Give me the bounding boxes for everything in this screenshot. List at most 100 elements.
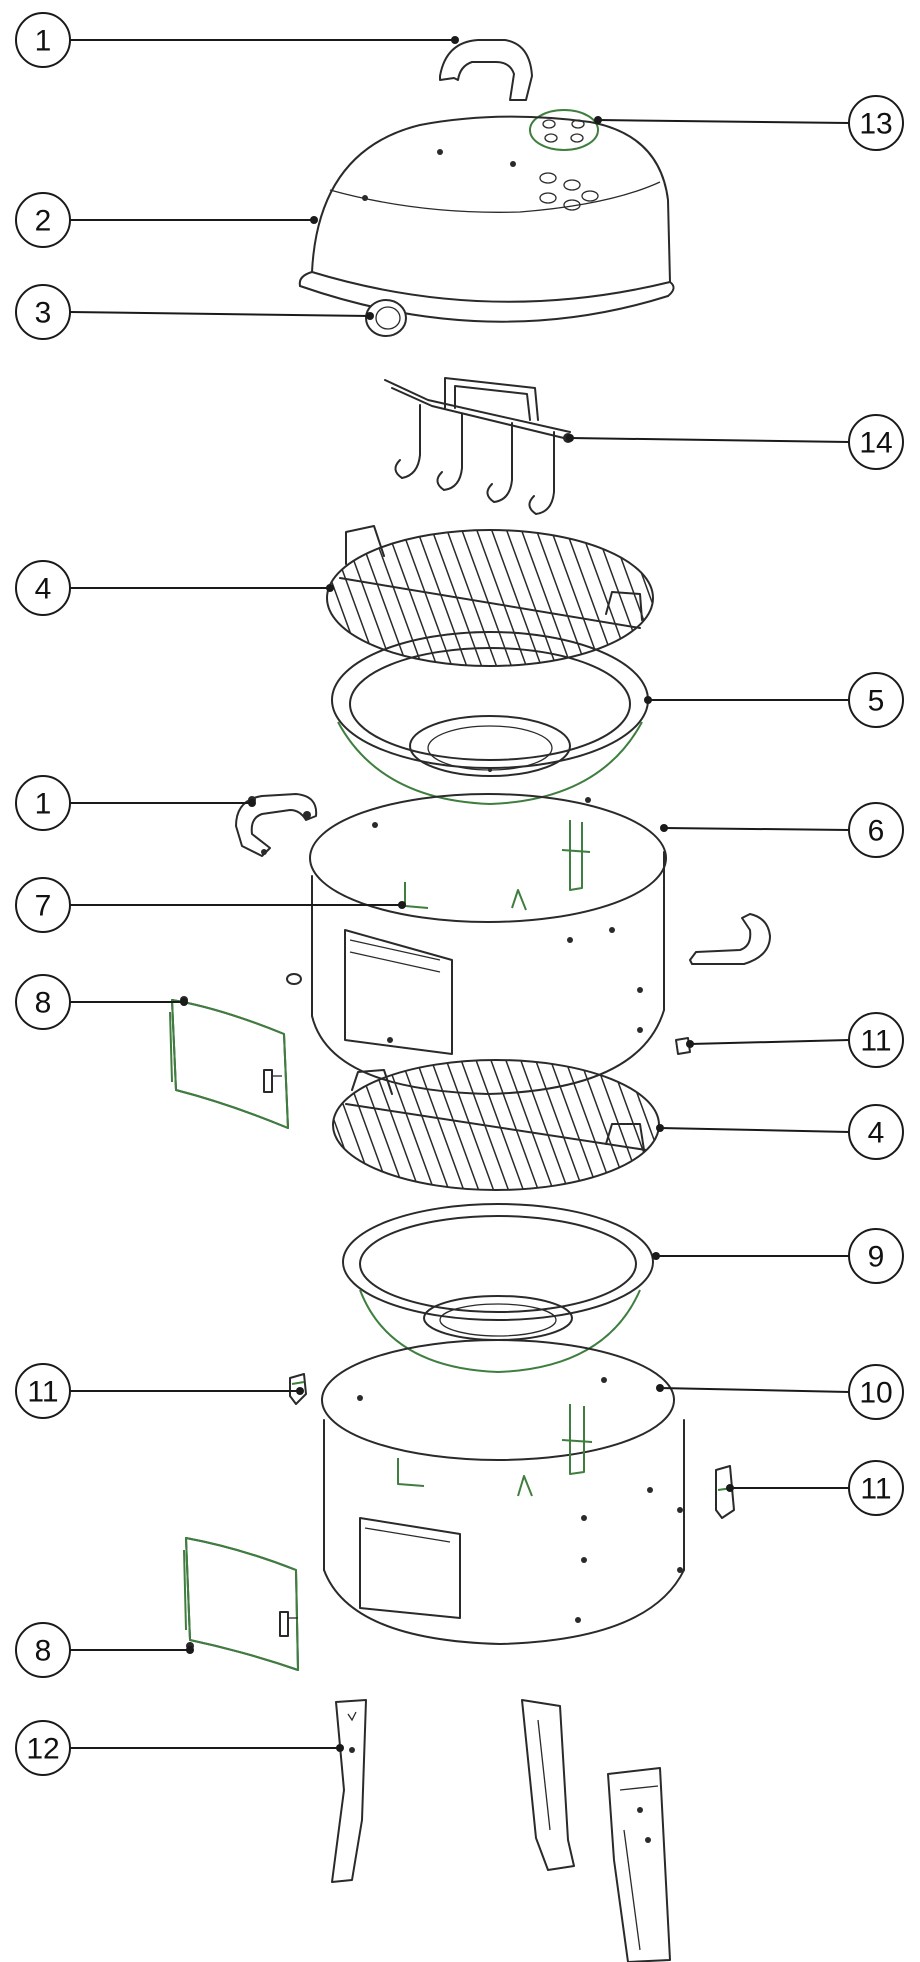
callout-6: 4 [15, 560, 334, 616]
callout-leader-dot [180, 998, 188, 1006]
part-lid [298, 115, 675, 323]
callout-circle [848, 414, 904, 470]
part-latch-middle-right [675, 1037, 691, 1055]
callout-circle [15, 560, 71, 616]
callout-1: 1 [15, 12, 459, 68]
callout-leader-dot [726, 1484, 734, 1492]
callout-circle [15, 1720, 71, 1776]
callout-8: 1 [15, 775, 256, 831]
callout-number: 5 [868, 685, 885, 718]
callout-number: 11 [860, 1473, 891, 1506]
callout-leader-dot [451, 36, 459, 44]
callout-leader-dot [326, 584, 334, 592]
part-cooking-grate-upper [326, 525, 654, 667]
callout-leader-line [663, 827, 850, 831]
callout-leader-line [569, 437, 850, 443]
callout-circle [15, 192, 71, 248]
callout-number: 10 [859, 1377, 892, 1410]
callout-leader-dot [644, 696, 652, 704]
callout-12: 11 [686, 1012, 904, 1068]
callout-15: 11 [15, 1363, 304, 1419]
part-access-door-upper [169, 996, 289, 1129]
callout-circle [848, 95, 904, 151]
callout-7: 5 [644, 672, 904, 728]
callout-number: 9 [868, 1241, 885, 1274]
callout-circle [848, 1364, 904, 1420]
callout-number: 1 [35, 788, 52, 821]
part-vent-cover [529, 109, 599, 151]
callout-number: 11 [27, 1376, 58, 1409]
callout-circle [15, 1622, 71, 1678]
callout-leader-line [659, 1127, 850, 1133]
callout-leader-line [659, 1387, 850, 1393]
callout-number: 11 [860, 1025, 891, 1058]
part-lid-handle [439, 39, 533, 101]
part-thermometer [365, 299, 407, 337]
callout-leader-dot [566, 434, 574, 442]
part-legs [331, 1699, 671, 1962]
callout-16: 10 [656, 1364, 904, 1420]
callout-11: 8 [15, 974, 188, 1030]
callout-circle [15, 775, 71, 831]
callout-leader-line [597, 119, 850, 124]
callout-18: 8 [15, 1622, 194, 1678]
callout-5: 14 [566, 414, 904, 470]
part-side-handle-right [689, 913, 771, 965]
callout-number: 4 [868, 1117, 885, 1150]
callout-number: 8 [35, 1635, 52, 1668]
callout-number: 8 [35, 987, 52, 1020]
callout-2: 13 [594, 95, 904, 151]
callout-circle [848, 802, 904, 858]
part-latch-bottom-right [715, 1465, 735, 1519]
callout-leader-dot [686, 1040, 694, 1048]
callout-3: 2 [15, 192, 318, 248]
callout-leader-dot [660, 824, 668, 832]
callout-circle [848, 1012, 904, 1068]
callout-number: 6 [868, 815, 885, 848]
callout-9: 6 [660, 802, 904, 858]
callout-leader-dot [336, 1744, 344, 1752]
callout-leader-dot [652, 1252, 660, 1260]
callout-number: 3 [35, 297, 52, 330]
callout-14: 9 [652, 1228, 904, 1284]
callout-leader-dot [310, 216, 318, 224]
callout-4: 3 [15, 284, 374, 340]
callout-circle [15, 12, 71, 68]
part-cooking-grate-lower [332, 1059, 660, 1191]
callout-19: 12 [15, 1720, 344, 1776]
callout-circle [848, 1228, 904, 1284]
callout-10: 7 [15, 877, 406, 933]
callout-13: 4 [656, 1104, 904, 1160]
callout-circle [848, 1460, 904, 1516]
callout-number: 13 [859, 108, 892, 141]
part-middle-section [309, 793, 667, 1095]
part-hook-rack [384, 377, 573, 515]
callout-leader-dot [186, 1646, 194, 1654]
callout-leader-dot [656, 1124, 664, 1132]
callout-number: 2 [35, 205, 52, 238]
callout-leader-dot [398, 901, 406, 909]
callout-number: 7 [35, 890, 52, 923]
callout-number: 1 [35, 25, 52, 58]
callout-leader-line [69, 311, 371, 317]
callout-circle [15, 284, 71, 340]
part-charcoal-pan [342, 1203, 654, 1373]
callout-circle [15, 877, 71, 933]
callout-circle [848, 672, 904, 728]
callout-number: 14 [859, 427, 892, 460]
part-access-door-lower [183, 1537, 299, 1671]
part-bottom-section [321, 1339, 685, 1645]
callout-circle [15, 1363, 71, 1419]
callout-circle [848, 1104, 904, 1160]
callout-circle [15, 974, 71, 1030]
part-latch-small [286, 973, 302, 985]
callout-leader-dot [296, 1387, 304, 1395]
callout-number: 4 [35, 573, 52, 606]
callout-leader-line [689, 1039, 850, 1045]
callout-leader-dot [366, 312, 374, 320]
callout-leader-dot [594, 116, 602, 124]
callouts: 1 13 2 3 14 4 5 1 6 7 8 11 4 9 11 10 11 8 12 [15, 12, 904, 1776]
callout-number: 12 [26, 1733, 59, 1766]
callout-leader-dot [248, 799, 256, 807]
